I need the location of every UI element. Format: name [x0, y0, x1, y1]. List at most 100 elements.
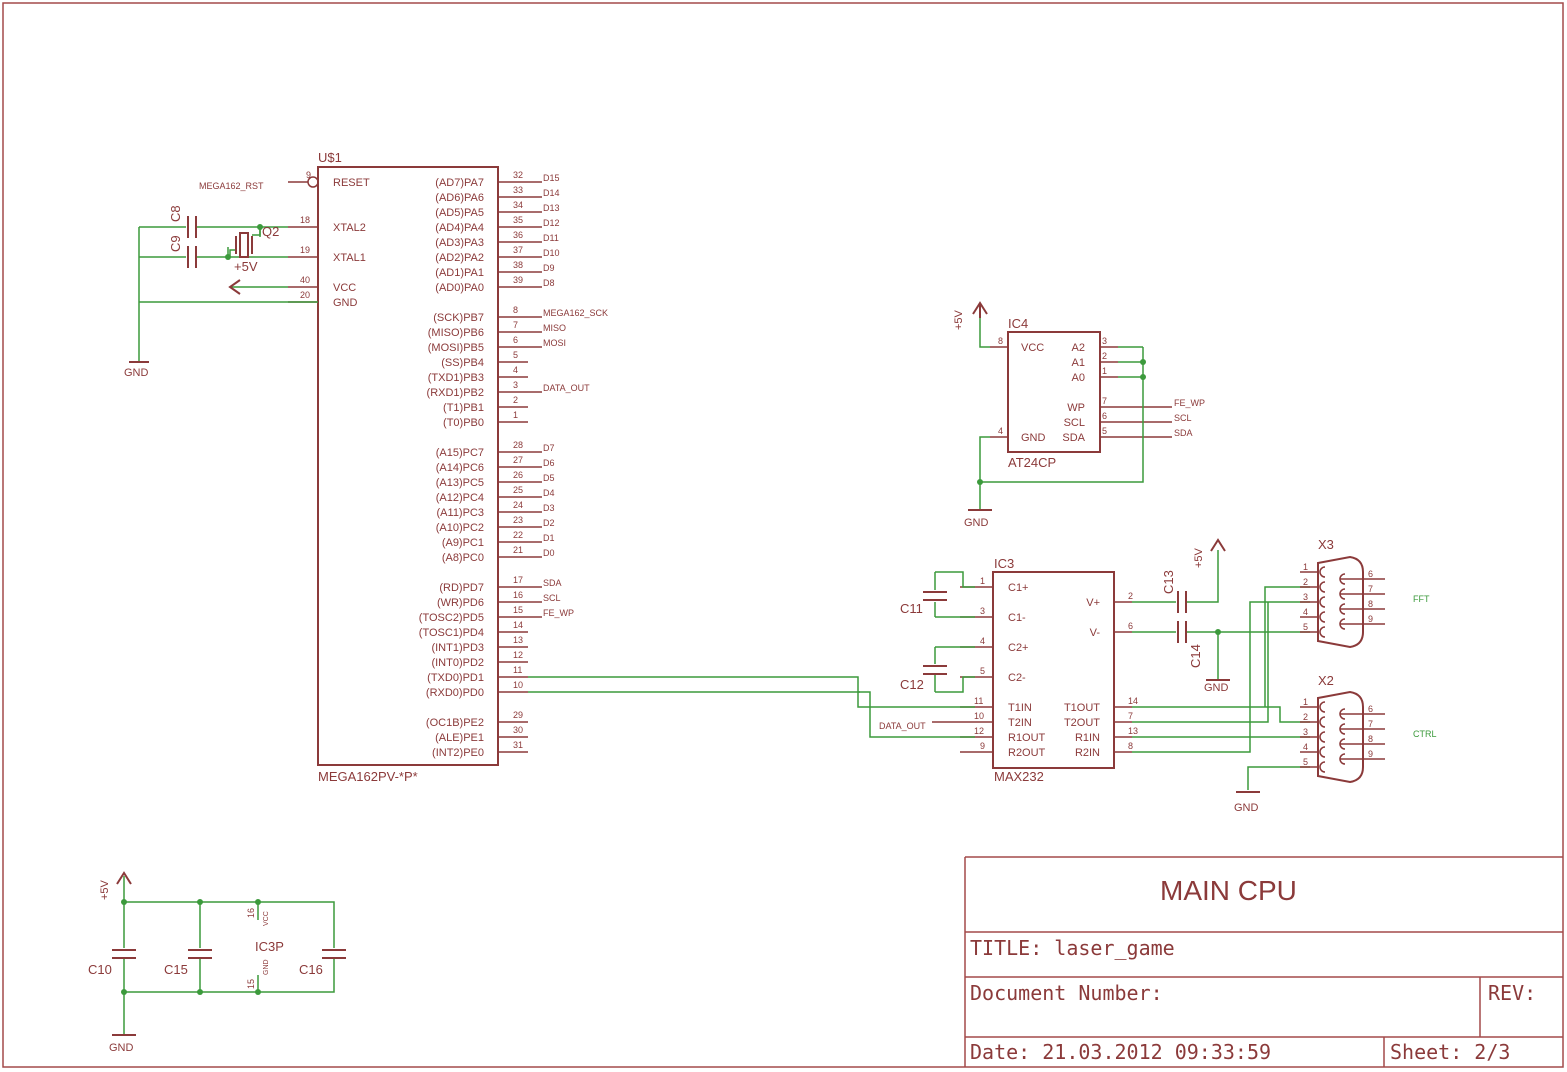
u1-pin-label: XTAL2: [333, 222, 366, 234]
db9-pin-num: 6: [1368, 569, 1373, 579]
u1-pin-label: (TOSC2)PD5: [419, 612, 484, 624]
u1-pin-label: (A9)PC1: [442, 537, 484, 549]
ic4-pin-label: GND: [1021, 432, 1046, 444]
ic3-pin-label: R2IN: [1075, 747, 1100, 759]
ic4-pin-label: VCC: [1021, 342, 1044, 354]
ic3-pin-num: 13: [1128, 726, 1138, 736]
u1-pin-num: 19: [300, 245, 310, 255]
ic3-pin-label: V-: [1090, 627, 1101, 639]
u1-pin-num: 8: [513, 305, 518, 315]
c15-label: C15: [164, 962, 188, 977]
ic3-value: MAX232: [994, 769, 1044, 784]
ic4-pin-num: 2: [1102, 351, 1107, 361]
db9-pin-num: 5: [1303, 757, 1308, 767]
ic4-plus5v: +5V: [953, 309, 965, 330]
c8-label: C8: [168, 205, 183, 222]
ic4-value: AT24CP: [1008, 455, 1056, 470]
ic4-pin-label: A1: [1072, 357, 1085, 369]
u1-pin-label: (RXD0)PD0: [426, 687, 484, 699]
u1-pin-label: (A12)PC4: [436, 492, 484, 504]
ic4-net-label: SDA: [1174, 428, 1193, 438]
ic3-pin-num: 5: [980, 666, 985, 676]
u1-pin-label: RESET: [333, 177, 370, 189]
db9-socket: [1319, 746, 1326, 758]
u1-body: [317, 166, 499, 766]
u1-net-label: D9: [543, 263, 555, 273]
ic3-pin-num: 7: [1128, 711, 1133, 721]
db9-socket: [1339, 618, 1346, 630]
u1-net-label: MEGA162_SCK: [543, 308, 608, 318]
sheet-label: Sheet: 2/3: [1390, 1040, 1510, 1064]
ic3-gnd: GND: [1204, 682, 1229, 694]
db9-socket: [1319, 701, 1326, 713]
ic4-net-label: SCL: [1174, 413, 1192, 423]
ic3-name: IC3: [994, 556, 1014, 571]
c13-label: C13: [1161, 570, 1176, 594]
u1-pin-num: 25: [513, 485, 523, 495]
x2-net: CTRL: [1413, 729, 1437, 739]
db9-socket: [1339, 573, 1346, 585]
u1-net-label: D10: [543, 248, 560, 258]
u1-pin-num: 1: [513, 410, 518, 420]
ic3-plus5v: +5V: [1193, 547, 1205, 568]
pwr-plus5v: +5V: [99, 879, 111, 900]
u1-pin-num: 3: [513, 380, 518, 390]
db9-socket: [1319, 761, 1326, 773]
u1-pin-label: (AD5)PA5: [435, 207, 484, 219]
ic3-pin-label: R1OUT: [1008, 732, 1046, 744]
u1-pin-num: 13: [513, 635, 523, 645]
ic4-pin-num: 3: [1102, 336, 1107, 346]
ic3-pin-num: 1: [980, 576, 985, 586]
u1-pin-num: 32: [513, 170, 523, 180]
u1-net-label: D1: [543, 533, 555, 543]
c9-label: C9: [168, 235, 183, 252]
x3-net: FFT: [1413, 594, 1430, 604]
db9-pin-num: 9: [1368, 749, 1373, 759]
u1-pin-label: (INT0)PD2: [431, 657, 484, 669]
u1-pin-label: (A10)PC2: [436, 522, 484, 534]
xtal-gnd: GND: [124, 367, 149, 379]
u1-net-label: D0: [543, 548, 555, 558]
u1-net-label: DATA_OUT: [543, 383, 590, 393]
u1-pin-num: 6: [513, 335, 518, 345]
u1-pin-num: 5: [513, 350, 518, 360]
db9-pin-num: 1: [1303, 697, 1308, 707]
db9-socket: [1339, 738, 1346, 750]
db9-pin-num: 4: [1303, 607, 1308, 617]
u1-pin-label: (RXD1)PB2: [427, 387, 484, 399]
u1-net-label: D4: [543, 488, 555, 498]
u1-pin-label: (TXD1)PB3: [428, 372, 484, 384]
db9-socket: [1319, 566, 1326, 578]
ic3-pin-num: 14: [1128, 696, 1138, 706]
u1-pin-num: 22: [513, 530, 523, 540]
ic3p-vcc: VCC: [263, 911, 270, 926]
u1-net-label: D5: [543, 473, 555, 483]
ic4-body: [1007, 331, 1101, 453]
ic3p-gnd: GND: [263, 959, 270, 975]
u1-net-label: D15: [543, 173, 560, 183]
u1-pin-label: (T0)PB0: [443, 417, 484, 429]
ic3-pin-label: R2OUT: [1008, 747, 1046, 759]
u1-net-label: D3: [543, 503, 555, 513]
u1-pin-label: (RD)PD7: [439, 582, 484, 594]
u1-pin-label: (ALE)PE1: [435, 732, 484, 744]
ic3-pin-num: 4: [980, 636, 985, 646]
u1-pin-label: (AD6)PA6: [435, 192, 484, 204]
u1-pin-label: (MOSI)PB5: [428, 342, 484, 354]
ic3-pin-num: 11: [974, 696, 983, 706]
u1-pin-label: (A8)PC0: [442, 552, 484, 564]
u1-pin-num: 11: [513, 665, 522, 675]
u1-net-label: D2: [543, 518, 555, 528]
u1-mega162: U$1 MEGA162PV-*P* 9RESET18XTAL219XTAL140…: [199, 150, 608, 784]
db9-pin-num: 3: [1303, 727, 1308, 737]
u1-pin-num: 35: [513, 215, 523, 225]
ic3-pin-num: 12: [974, 726, 984, 736]
ic3-pin-label: T2OUT: [1064, 717, 1100, 729]
u1-pin-label: (OC1B)PE2: [426, 717, 484, 729]
ic3-pin-label: C2-: [1008, 672, 1026, 684]
ic3-pin-label: C2+: [1008, 642, 1029, 654]
db9-pin-num: 7: [1368, 584, 1373, 594]
u1-pin-num: 16: [513, 590, 523, 600]
u1-pin-num: 24: [513, 500, 523, 510]
